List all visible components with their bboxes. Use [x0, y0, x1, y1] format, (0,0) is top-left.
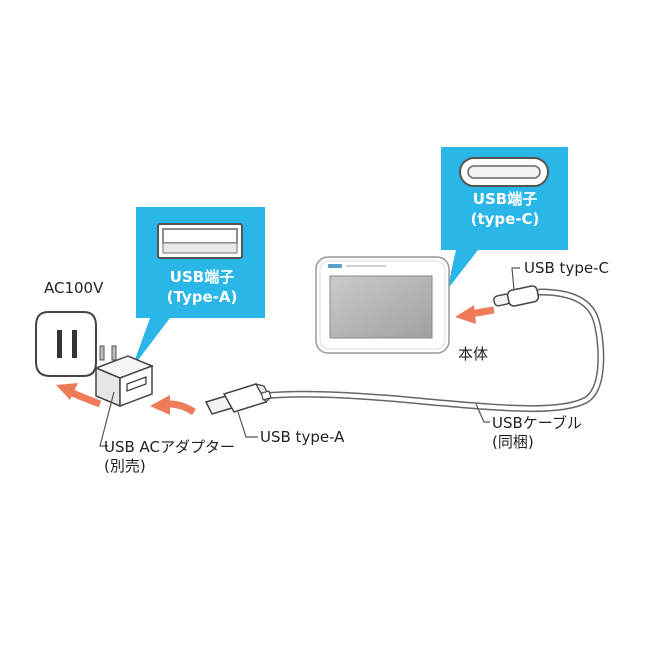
callout-type-a	[132, 207, 265, 368]
callout-type-a-line1: USB端子	[169, 268, 235, 286]
label-usb-cable-line1: USBケーブル	[492, 414, 582, 432]
usb-a-plug-icon	[204, 383, 272, 415]
label-usb-cable-line2: (同梱)	[492, 432, 534, 451]
label-usb-ac-adapter-line1: USB ACアダプター	[104, 438, 236, 456]
leader-cable	[475, 403, 490, 423]
leader-lines	[99, 267, 520, 447]
leader-type-a	[237, 411, 258, 438]
wall-outlet-icon	[35, 311, 97, 377]
display-device-icon	[315, 256, 450, 354]
label-usb-ac-adapter: USB ACアダプター (別売)	[104, 438, 235, 476]
callout-type-c	[441, 147, 568, 290]
label-usb-ac-adapter-line2: (別売)	[104, 456, 146, 475]
callout-type-a-line2: (Type-A)	[166, 287, 238, 306]
usb-c-plug-icon	[493, 285, 540, 307]
leader-type-c	[511, 267, 520, 291]
leader-adapter	[99, 391, 115, 447]
usb-a-port-icon	[157, 223, 243, 259]
arrow-to-device-icon	[455, 305, 495, 324]
usb-ac-adapter-icon	[93, 345, 155, 408]
label-usb-cable: USBケーブル (同梱)	[492, 414, 582, 452]
callout-type-c-text: USB端子 (type-C)	[455, 190, 555, 229]
arrow-to-outlet-icon	[56, 383, 102, 408]
arrow-to-adapter-icon	[150, 395, 196, 415]
label-usb-type-a: USB type-A	[260, 428, 345, 446]
callout-type-a-text: USB端子 (Type-A)	[152, 268, 252, 307]
callout-type-c-line1: USB端子	[472, 190, 538, 208]
label-main-body: 本体	[458, 345, 489, 363]
label-usb-type-c: USB type-C	[524, 259, 609, 277]
usb-c-port-icon	[459, 157, 549, 187]
usb-cable-icon	[204, 285, 605, 415]
callout-type-c-line2: (type-C)	[470, 209, 540, 228]
label-ac100v: AC100V	[44, 279, 104, 297]
